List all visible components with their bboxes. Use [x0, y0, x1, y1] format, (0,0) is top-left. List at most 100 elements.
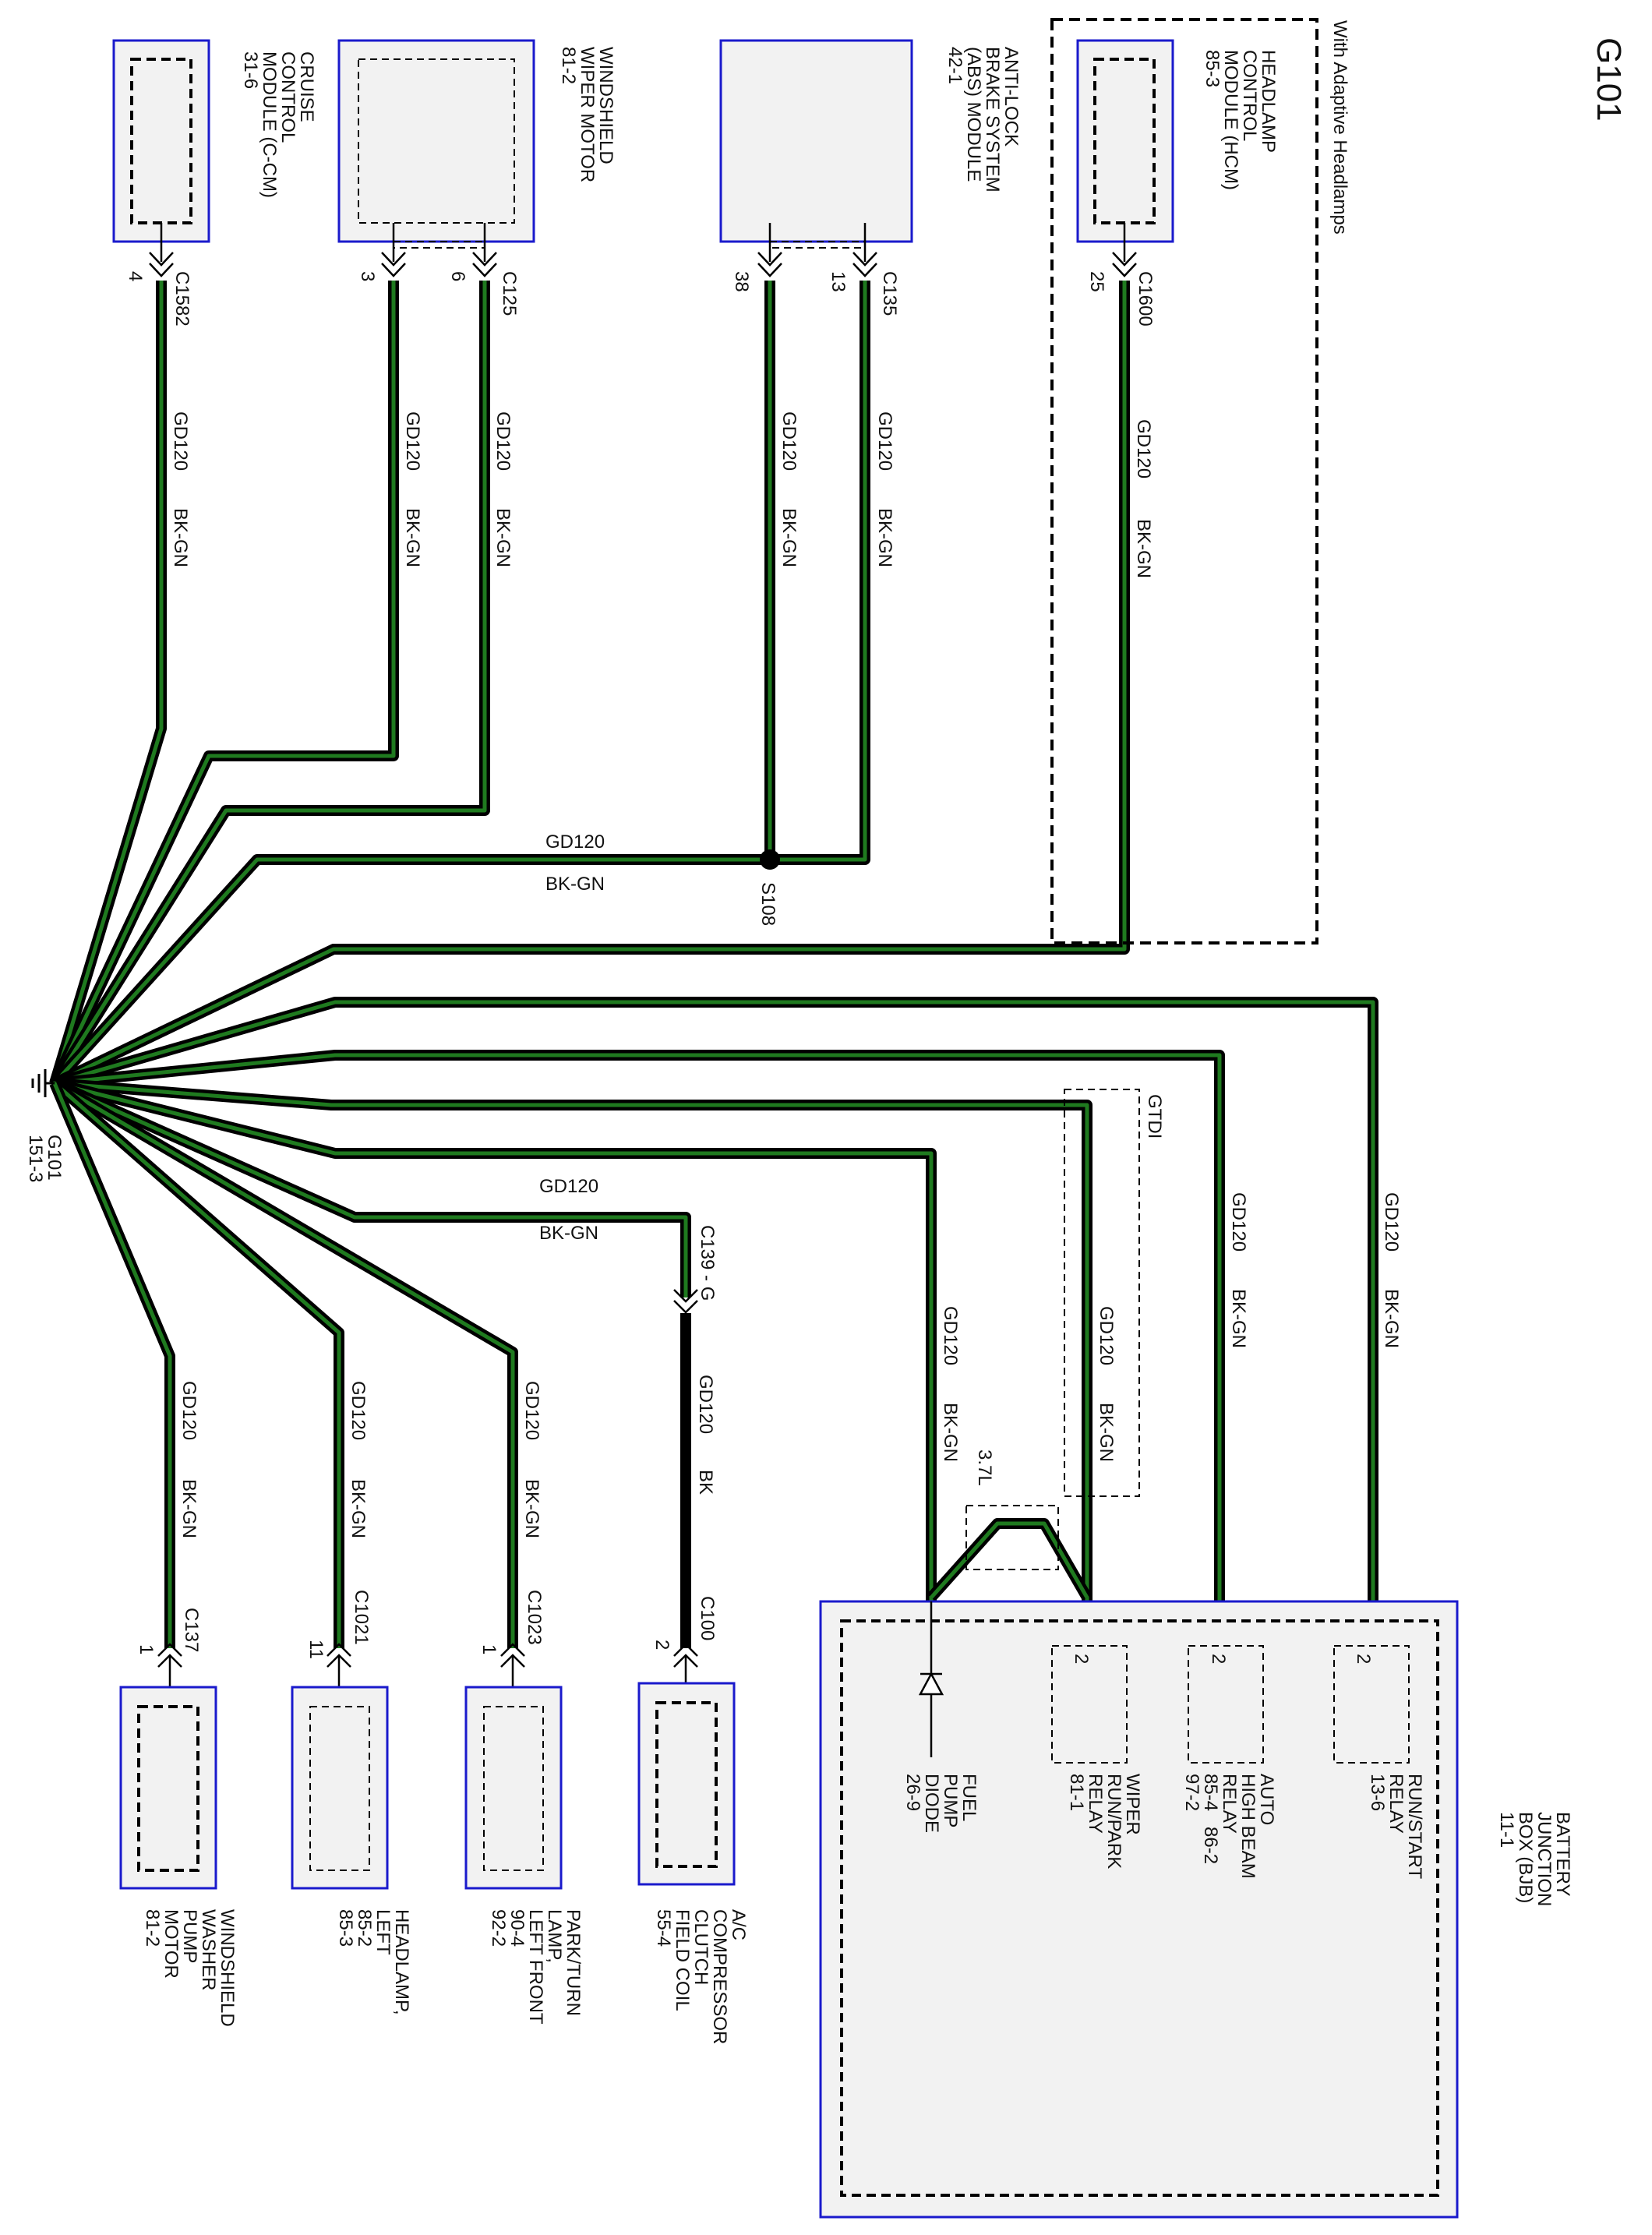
ground-symbol: [31, 1069, 55, 1097]
wiper-run-park-relay-box: [1051, 1645, 1128, 1764]
wire-park-turn: [51, 1078, 518, 1648]
park-turn-lamp-left-front: [464, 1686, 563, 1890]
svg-text:RUN/PARK: RUN/PARK: [1103, 1774, 1124, 1869]
wire-label-hcm-circuit: GD120: [1133, 419, 1154, 478]
wire-label-wiper-relay-circuit: GD120: [1096, 1306, 1117, 1365]
wire-label-park-turn-circuit: GD120: [521, 1381, 542, 1440]
svg-text:26-9: 26-9: [902, 1774, 923, 1811]
svg-text:81-2: 81-2: [142, 1909, 163, 1947]
wire-label-abs38-circuit: GD120: [778, 411, 800, 471]
svg-text:COMPRESSOR: COMPRESSOR: [709, 1909, 730, 2044]
connector-c125: C125: [499, 271, 520, 316]
pin-wiper-relay-2: 2: [1071, 1654, 1092, 1664]
wiper-motor-label: WINDSHIELD WIPER MOTOR 81-2: [558, 47, 616, 182]
bottom-connectors: [157, 1643, 698, 1707]
svg-text:RELAY: RELAY: [1085, 1774, 1106, 1834]
wiper-run-park-relay-label: WIPER RUN/PARK RELAY 81-1: [1066, 1774, 1143, 1869]
windshield-wiper-motor: [337, 39, 535, 277]
svg-text:MODULE (C-CM): MODULE (C-CM): [259, 51, 280, 198]
svg-text:97-2: 97-2: [1181, 1774, 1202, 1811]
wire-wiper-relay: [54, 1078, 1093, 1601]
connector-c1021: C1021: [351, 1590, 372, 1645]
wire-label-abs38-color: BK-GN: [778, 508, 800, 567]
washer-pump-label: WINDSHIELD WASHER PUMP MOTOR 81-2: [142, 1909, 238, 2027]
svg-text:85-2: 85-2: [354, 1909, 375, 1947]
fuel-pump-diode-label: FUEL PUMP DIODE 26-9: [902, 1774, 980, 1833]
connector-c1582: C1582: [171, 271, 192, 327]
wires: [49, 281, 1378, 1648]
svg-text:BRAKE SYSTEM: BRAKE SYSTEM: [982, 47, 1003, 192]
wire-headlamp-left: [51, 1079, 344, 1648]
wire-label-ac-circuit-top: GD120: [539, 1176, 598, 1197]
engine-3-7l-box: [965, 1505, 1059, 1570]
wire-ac-compressor: [52, 1078, 691, 1648]
pin-wiper-3: 3: [357, 271, 378, 281]
svg-text:RUN/START: RUN/START: [1404, 1774, 1425, 1879]
pin-run-start-2: 2: [1353, 1654, 1374, 1664]
pin-abs-13: 13: [828, 271, 849, 292]
svg-text:90-4: 90-4: [507, 1909, 528, 1947]
svg-text:WASHER: WASHER: [198, 1909, 219, 1990]
ground-id: G101: [44, 1135, 65, 1181]
svg-text:MODULE (HCM): MODULE (HCM): [1220, 50, 1241, 190]
svg-text:WIPER: WIPER: [1122, 1774, 1143, 1835]
wire-label-high-beam-circuit: GD120: [1228, 1192, 1249, 1252]
connector-c135: C135: [879, 271, 900, 316]
svg-text:ANTI-LOCK: ANTI-LOCK: [1001, 47, 1022, 147]
svg-text:CONTROL: CONTROL: [1239, 50, 1260, 141]
svg-text:RELAY: RELAY: [1219, 1774, 1240, 1834]
svg-text:HEADLAMP,: HEADLAMP,: [391, 1909, 412, 2015]
wire-label-wiper-relay-color: BK-GN: [1096, 1403, 1117, 1462]
svg-text:RELAY: RELAY: [1385, 1774, 1407, 1834]
pin-cruise-4: 4: [125, 271, 146, 281]
pin-ac-2: 2: [651, 1640, 672, 1650]
page-title: G101: [1590, 37, 1628, 122]
engine-3-7l-label: 3.7L: [974, 1449, 995, 1486]
wire-abs-pin13: [770, 281, 870, 865]
pin-abs-38: 38: [731, 271, 752, 292]
splice-dot: [760, 849, 780, 870]
connector-c137: C137: [181, 1608, 202, 1652]
wire-label-hcm-color: BK-GN: [1133, 519, 1154, 578]
headlamp-left-label: HEADLAMP, LEFT 85-2 85-3: [335, 1909, 412, 2015]
connector-c100: C100: [697, 1596, 718, 1640]
pin-washer-1: 1: [136, 1644, 157, 1654]
pin-headlamp-11: 11: [305, 1640, 327, 1659]
svg-text:FIELD COIL: FIELD COIL: [672, 1909, 693, 2011]
svg-text:A/C: A/C: [728, 1909, 749, 1940]
svg-text:92-2: 92-2: [488, 1909, 509, 1947]
svg-text:PUMP: PUMP: [179, 1909, 200, 1963]
ac-compressor-clutch: [637, 1682, 736, 1886]
svg-text:MOTOR: MOTOR: [161, 1909, 182, 1979]
headlamp-control-module: [1076, 39, 1174, 277]
svg-text:HIGH BEAM: HIGH BEAM: [1237, 1774, 1258, 1879]
svg-text:85-3: 85-3: [335, 1909, 356, 1947]
svg-text:55-4: 55-4: [653, 1909, 674, 1947]
pin-wiper-6: 6: [447, 271, 468, 281]
wire-label-ac-color-top: BK-GN: [539, 1223, 598, 1244]
wire-label-wiper6-color: BK-GN: [492, 508, 514, 567]
wire-label-park-turn-color: BK-GN: [521, 1479, 542, 1538]
bjb-label: BATTERY JUNCTION BOX (BJB) 11-1: [1496, 1812, 1573, 1906]
cruise-control-label: CRUISE CONTROL MODULE (C-CM) 31-6: [240, 51, 317, 198]
svg-text:BATTERY: BATTERY: [1552, 1812, 1573, 1896]
wire-label-abs13-color: BK-GN: [874, 508, 895, 567]
wire-label-wiper3-circuit: GD120: [402, 411, 423, 471]
windshield-washer-pump-motor: [119, 1686, 217, 1890]
svg-text:LEFT: LEFT: [372, 1909, 394, 1955]
ground-ref: 151-3: [25, 1135, 46, 1182]
splice-color-label: BK-GN: [545, 874, 605, 895]
hcm-label: HEADLAMP CONTROL MODULE (HCM) 85-3: [1202, 50, 1279, 190]
auto-high-beam-relay-box: [1188, 1645, 1264, 1764]
splice-id: S108: [757, 882, 778, 926]
gtdi-label: GTDI: [1144, 1094, 1165, 1139]
connector-c139: C139 - G: [697, 1225, 718, 1301]
svg-text:BOX (BJB): BOX (BJB): [1515, 1812, 1536, 1903]
connector-c1023: C1023: [524, 1590, 545, 1645]
wire-label-fuel-diode-circuit: GD120: [940, 1306, 961, 1365]
wire-label-fuel-diode-color: BK-GN: [940, 1403, 961, 1462]
wire-label-washer-color: BK-GN: [178, 1479, 199, 1538]
svg-text:81-1: 81-1: [1066, 1774, 1087, 1811]
svg-text:81-2: 81-2: [558, 47, 579, 84]
